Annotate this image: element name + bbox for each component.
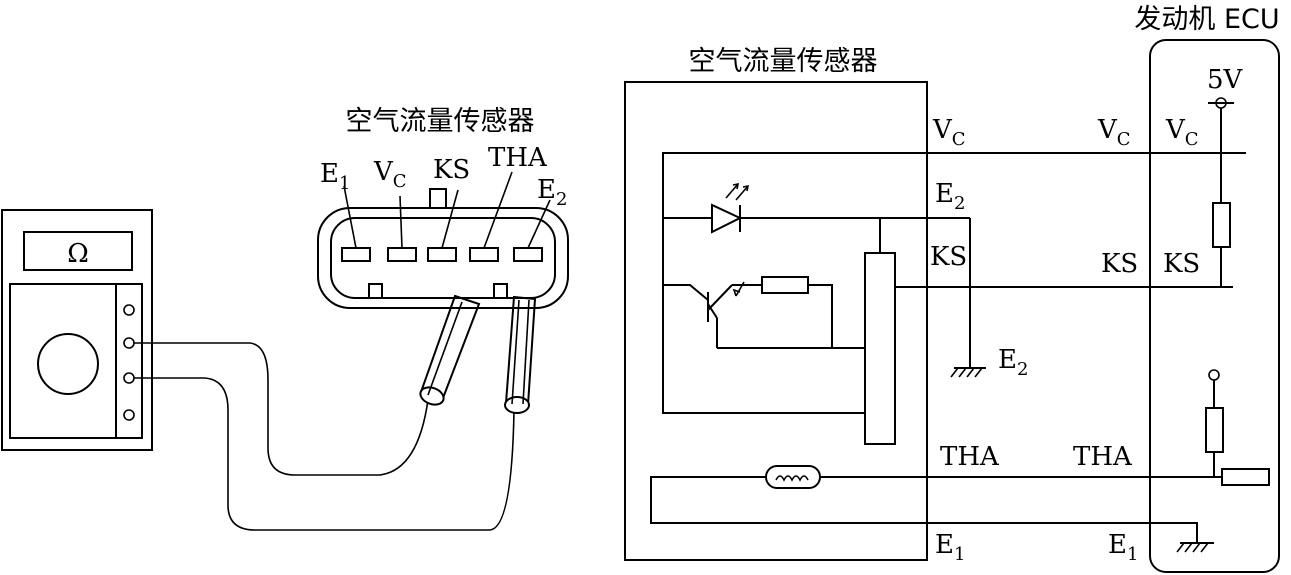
e2-ground xyxy=(950,218,986,378)
jack-3[interactable] xyxy=(123,372,135,384)
probe-1 xyxy=(419,294,481,406)
pin-e2 xyxy=(513,247,543,262)
term-ks: KS xyxy=(930,242,967,272)
pin-label-vc: VC xyxy=(373,157,407,192)
supply-voltage: 5V xyxy=(1207,65,1244,95)
ecu-tha-supply xyxy=(1208,369,1220,381)
ecu-e1: E1 xyxy=(1108,530,1138,565)
ecu-tha: THA xyxy=(1073,442,1133,472)
ecu-vc-outer: VC xyxy=(1097,115,1131,150)
resistor-sensor xyxy=(761,276,809,294)
ohm-symbol: Ω xyxy=(67,239,89,269)
probe-lead-2 xyxy=(134,377,515,531)
ecu-vc-inner: VC xyxy=(1165,115,1199,150)
pin-label-tha: THA xyxy=(488,143,548,173)
probe-2 xyxy=(504,295,537,414)
multimeter-panel xyxy=(9,283,143,439)
right-sensor-title: 空气流量传感器 xyxy=(689,46,878,77)
sensor-box xyxy=(624,81,928,561)
sensor-ic xyxy=(864,252,896,445)
pin-e1 xyxy=(341,247,371,262)
ecu-title: 发动机 ECU xyxy=(1134,4,1279,35)
ecu-ks-outer: KS xyxy=(1101,249,1138,279)
term-e2: E2 xyxy=(935,179,965,214)
pin-ks xyxy=(427,247,457,262)
probe-lead-1 xyxy=(134,342,429,476)
pin-vc xyxy=(387,247,417,262)
jack-2[interactable] xyxy=(123,337,135,349)
multimeter-body xyxy=(1,209,153,451)
term-tha: THA xyxy=(940,442,1000,472)
multimeter-dial[interactable] xyxy=(37,333,99,395)
pin-label-e2: E2 xyxy=(537,175,567,210)
ecu-tha-resistor-2 xyxy=(1221,468,1270,486)
sensor-connector: 空气流量传感器 xyxy=(317,106,569,309)
led-icon xyxy=(711,182,750,234)
connector-inner xyxy=(330,217,556,299)
connector-foot-2 xyxy=(493,283,508,299)
multimeter: Ω xyxy=(1,209,153,451)
ecu-ks-inner: KS xyxy=(1163,249,1200,279)
ecu-tha-resistor xyxy=(1205,407,1224,453)
term-e1: E1 xyxy=(935,530,965,565)
sensor-internal-circuit xyxy=(662,152,1246,445)
pin-label-ks: KS xyxy=(433,155,470,185)
ecu-internal xyxy=(1205,97,1270,486)
term-vc: VC xyxy=(932,115,966,150)
intake-temp-circuit xyxy=(650,465,1270,553)
pin-label-e1: E1 xyxy=(320,159,350,194)
jack-4[interactable] xyxy=(123,409,135,421)
connector-foot-1 xyxy=(368,283,383,299)
ecu-box xyxy=(1149,39,1280,573)
ground-e2-label: E2 xyxy=(998,345,1028,380)
ecu-pullup-resistor xyxy=(1212,202,1231,248)
pin-tha xyxy=(469,247,499,262)
connector-key xyxy=(429,188,447,209)
jack-1[interactable] xyxy=(123,304,135,316)
multimeter-display xyxy=(23,231,133,271)
left-sensor-title: 空气流量传感器 xyxy=(346,106,535,137)
connector-outer xyxy=(317,207,569,309)
